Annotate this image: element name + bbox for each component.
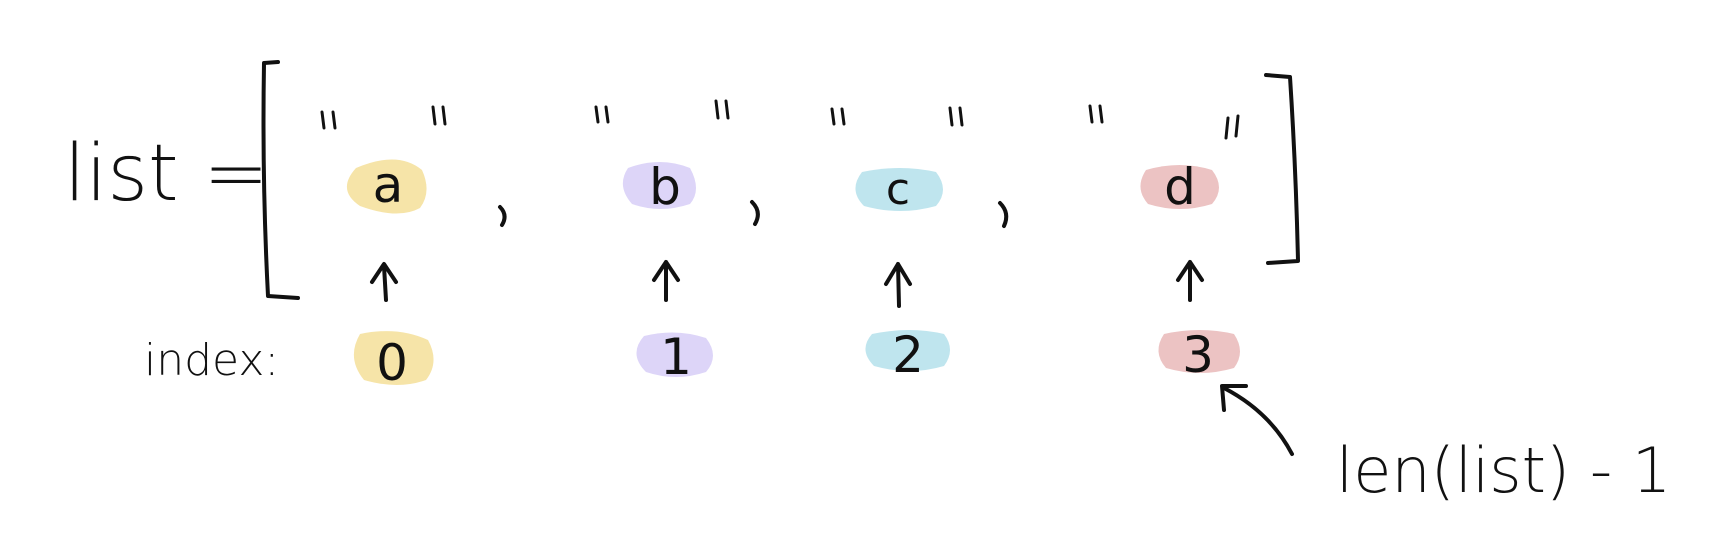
list-element: c (830, 106, 964, 215)
close-quote-mark (1224, 114, 1240, 140)
index-value: 3 (1182, 326, 1214, 384)
up-arrow-icon (1176, 260, 1204, 302)
curved-arrow-icon (1220, 384, 1294, 456)
highlight-blob (1158, 330, 1240, 373)
right-bracket (1264, 73, 1300, 265)
comma-separator (750, 200, 760, 226)
index-entry: 3 (1158, 326, 1240, 384)
list-element: b (594, 99, 730, 216)
up-arrow-icon (370, 262, 398, 302)
index-entry: 2 (865, 326, 950, 384)
list-element: a (320, 105, 447, 214)
open-quote-mark (830, 107, 846, 126)
index-entry: 0 (353, 331, 434, 392)
close-quote-mark (431, 105, 447, 126)
element-value: a (373, 156, 404, 214)
comma-separator (998, 201, 1009, 228)
element-value: c (886, 164, 910, 215)
highlight-blob (855, 168, 943, 211)
highlight-blob (636, 332, 713, 377)
element-value: b (649, 158, 681, 216)
open-quote-mark (320, 110, 337, 130)
list-label: list = (64, 129, 269, 219)
list-element: d (1088, 104, 1240, 216)
close-quote-mark (948, 106, 964, 127)
index-label: index: (144, 335, 279, 386)
left-bracket (261, 60, 300, 300)
index-value: 2 (892, 326, 924, 384)
open-quote-mark (594, 105, 610, 124)
last-index-annotation: len(list) - 1 (1336, 434, 1671, 507)
element-value: d (1164, 158, 1196, 216)
comma-separator (498, 205, 507, 227)
highlight-blob (1140, 165, 1219, 209)
index-value: 1 (660, 328, 692, 386)
highlight-blob (346, 159, 427, 214)
index-entry: 1 (636, 328, 713, 386)
highlight-blob (865, 330, 950, 371)
index-value: 0 (376, 334, 408, 392)
highlight-blob (353, 331, 434, 385)
open-quote-mark (1088, 104, 1104, 124)
up-arrow-icon (884, 262, 912, 308)
close-quote-mark (714, 99, 730, 120)
up-arrow-icon (652, 260, 680, 302)
highlight-blob (622, 162, 696, 209)
